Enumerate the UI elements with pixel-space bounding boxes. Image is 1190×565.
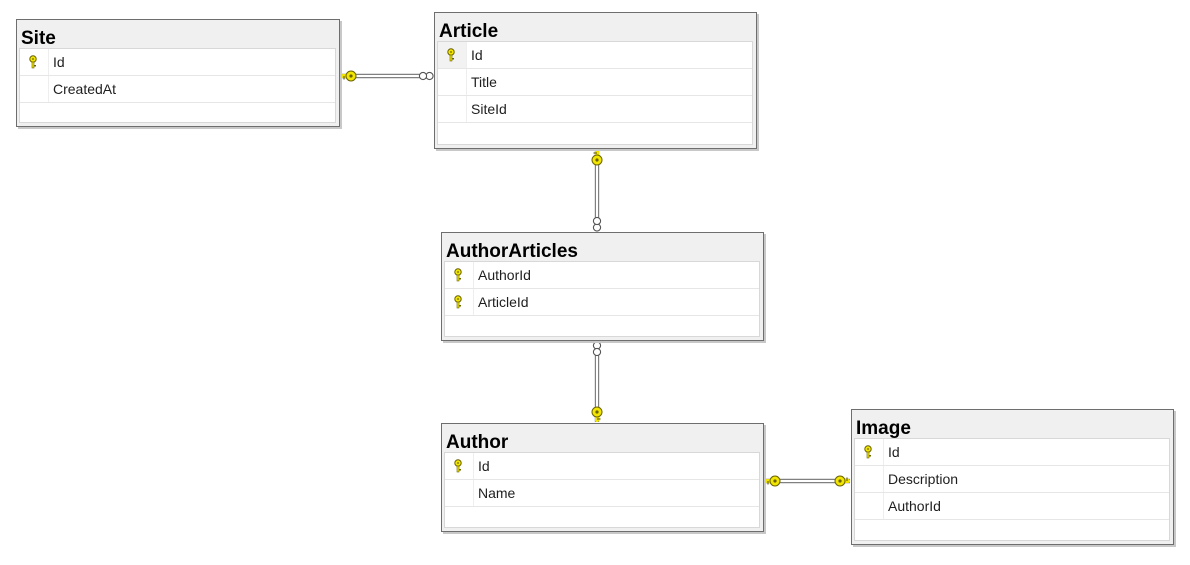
column-row[interactable]: AuthorId xyxy=(855,493,1169,520)
column-row[interactable]: Title xyxy=(438,69,752,96)
one-end-key-icon xyxy=(591,150,603,166)
column-name: AuthorId xyxy=(478,267,531,283)
column-name: AuthorId xyxy=(888,498,941,514)
relationship-author-image xyxy=(765,475,850,487)
column-list: Id Title SiteId xyxy=(437,41,753,145)
table-title: AuthorArticles xyxy=(442,233,763,261)
column-name: Id xyxy=(471,47,483,63)
column-name: Id xyxy=(478,458,490,474)
row-selector[interactable] xyxy=(445,453,474,479)
row-selector[interactable] xyxy=(855,493,884,519)
table-title: Site xyxy=(17,20,339,48)
primary-key-icon xyxy=(445,48,457,62)
primary-key-icon xyxy=(27,55,39,69)
column-name: CreatedAt xyxy=(53,81,117,97)
row-selector[interactable] xyxy=(20,49,49,75)
column-name: Description xyxy=(888,471,959,487)
column-name: Id xyxy=(53,54,65,70)
primary-key-icon xyxy=(452,295,464,309)
table-title: Author xyxy=(442,424,763,452)
column-row[interactable]: Id xyxy=(855,439,1169,466)
one-end-key-icon xyxy=(341,70,357,82)
row-selector[interactable] xyxy=(445,262,474,288)
row-selector[interactable] xyxy=(438,96,467,122)
one-end-key-icon xyxy=(591,406,603,422)
column-name: Name xyxy=(478,485,516,501)
table-title: Article xyxy=(435,13,756,41)
one-end-key-icon xyxy=(834,475,850,487)
column-list: Id Description AuthorId xyxy=(854,438,1170,541)
many-end-infinity-icon xyxy=(592,216,602,232)
column-row[interactable]: Name xyxy=(445,480,759,507)
column-row[interactable]: Id xyxy=(445,453,759,480)
many-end-infinity-icon xyxy=(418,71,434,81)
column-name: Title xyxy=(471,74,497,90)
column-name: Id xyxy=(888,444,900,460)
column-row[interactable]: Id xyxy=(20,49,335,76)
row-selector[interactable] xyxy=(855,439,884,465)
column-name: SiteId xyxy=(471,101,507,117)
many-end-infinity-icon xyxy=(592,341,602,357)
relationship-article-authorarticles xyxy=(591,150,603,232)
column-list: Id Name xyxy=(444,452,760,528)
table-article[interactable]: Article Id Title SiteId xyxy=(434,12,757,149)
row-selector[interactable] xyxy=(438,69,467,95)
column-row[interactable]: Description xyxy=(855,466,1169,493)
row-selector[interactable] xyxy=(855,466,884,492)
column-row[interactable]: Id xyxy=(438,42,752,69)
relationship-site-article xyxy=(341,70,434,82)
row-selector[interactable] xyxy=(438,42,467,68)
column-row[interactable]: CreatedAt xyxy=(20,76,335,103)
column-list: AuthorId ArticleId xyxy=(444,261,760,337)
primary-key-icon xyxy=(862,445,874,459)
column-row[interactable]: AuthorId xyxy=(445,262,759,289)
table-author[interactable]: Author Id Name xyxy=(441,423,764,532)
column-name: ArticleId xyxy=(478,294,529,310)
column-row[interactable]: ArticleId xyxy=(445,289,759,316)
row-selector[interactable] xyxy=(20,76,49,102)
column-list: Id CreatedAt xyxy=(19,48,336,123)
one-end-key-icon xyxy=(765,475,781,487)
table-author-articles[interactable]: AuthorArticles AuthorId ArticleId xyxy=(441,232,764,341)
primary-key-icon xyxy=(452,459,464,473)
row-selector[interactable] xyxy=(445,289,474,315)
relationship-author-authorarticles xyxy=(591,341,603,422)
table-title: Image xyxy=(852,410,1173,438)
row-selector[interactable] xyxy=(445,480,474,506)
table-image[interactable]: Image Id Description AuthorId xyxy=(851,409,1174,545)
table-site[interactable]: Site Id CreatedAt xyxy=(16,19,340,127)
primary-key-icon xyxy=(452,268,464,282)
column-row[interactable]: SiteId xyxy=(438,96,752,123)
